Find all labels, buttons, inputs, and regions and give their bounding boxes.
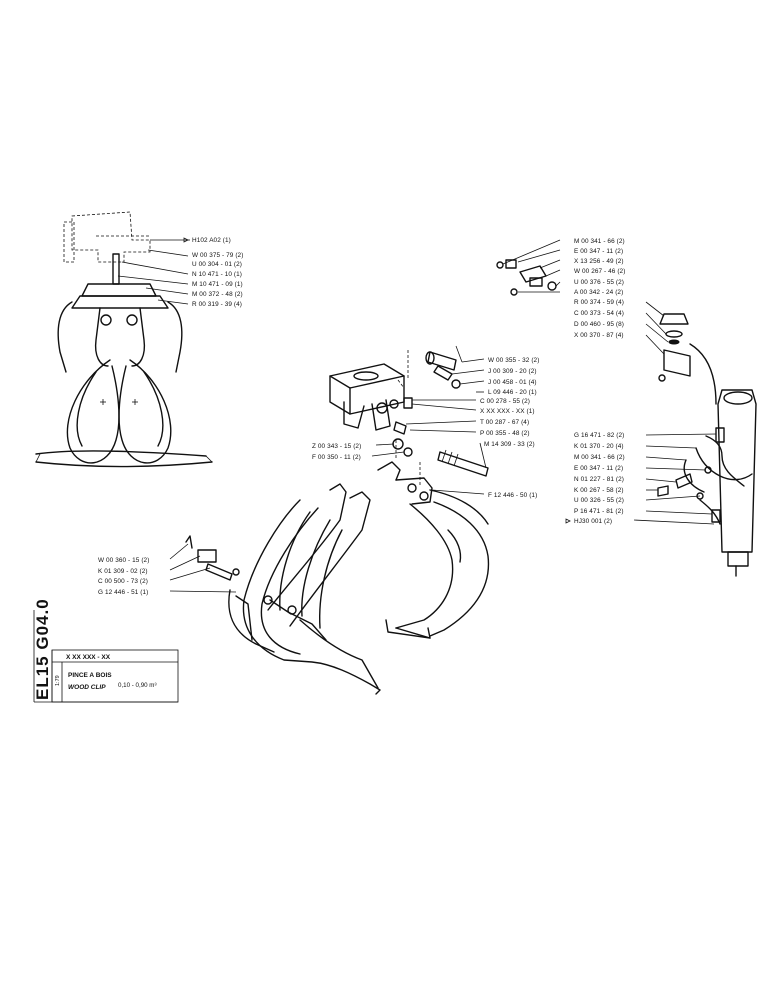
callout-label: M 00 341 - 66 (2) [574, 454, 625, 461]
title-block [33, 610, 179, 703]
callout-label: M 00 341 - 66 (2) [574, 238, 625, 245]
callout-label: P 16 471 - 81 (2) [574, 508, 624, 515]
callout-label: N 01 227 - 81 (2) [574, 476, 624, 483]
callout-label: W 00 375 - 79 (2) [192, 252, 243, 259]
arrow-marker-icon [565, 518, 571, 524]
callout-label: M 14 309 - 33 (2) [484, 441, 535, 448]
callout-label: T 00 287 - 67 (4) [480, 419, 529, 426]
callout-label: K 01 309 - 02 (2) [98, 568, 148, 575]
callout-label: C 00 278 - 55 (2) [480, 398, 530, 405]
arrow-marker-icon [183, 237, 189, 243]
callout-label: J 00 458 - 01 (4) [488, 379, 537, 386]
rotator-block-drawing [329, 345, 489, 486]
callout-label: F 00 350 - 11 (2) [312, 454, 361, 461]
callout-label: X 13 256 - 49 (2) [574, 258, 624, 265]
callout-label: P 00 355 - 48 (2) [480, 430, 530, 437]
callout-label: A 00 342 - 24 (2) [574, 289, 623, 296]
callout-label: C 00 500 - 73 (2) [98, 578, 148, 585]
hydraulic-hoses-drawing [633, 427, 753, 525]
part-callouts: H102 A02 (1) W 00 375 - 79 (2) U 00 304 … [98, 237, 625, 596]
callout-label: G 16 471 - 82 (2) [574, 432, 624, 439]
callout-label: X 00 370 - 87 (4) [574, 332, 624, 339]
callout-label: L 09 446 - 20 (1) [488, 389, 537, 396]
callout-label: E 00 347 - 11 (2) [574, 248, 623, 255]
callout-label: R 00 319 - 39 (4) [192, 301, 242, 308]
title-english: WOOD CLIP [68, 684, 106, 691]
callout-label: N 10 471 - 10 (1) [192, 271, 242, 278]
callout-label: W 00 267 - 46 (2) [574, 268, 625, 275]
capacity-range: 0,10 - 0,90 m³ [118, 682, 157, 689]
callout-label: HJ30 001 (2) [574, 518, 612, 525]
callout-label: D 00 460 - 95 (8) [574, 321, 624, 328]
callout-label: U 00 376 - 55 (2) [574, 279, 624, 286]
callout-label: Z 00 343 - 15 (2) [312, 443, 361, 450]
sheet-scale: 1:79 [55, 675, 61, 686]
fittings-group-top [496, 239, 757, 577]
tong-arms-drawing [169, 461, 490, 695]
sheet-reference: X XX XXX - XX [66, 654, 111, 661]
callout-label: C 00 373 - 54 (4) [574, 310, 624, 317]
callout-label: X XX XXX - XX (1) [480, 408, 535, 415]
sheet-code: EL15 G04.0 [33, 598, 52, 700]
title-french: PINCE A BOIS [68, 672, 112, 679]
callout-label: K 00 267 - 58 (2) [574, 487, 624, 494]
callout-label: E 00 347 - 11 (2) [574, 465, 623, 472]
assembled-grab-drawing [35, 211, 213, 468]
callout-label: M 10 471 - 09 (1) [192, 281, 243, 288]
title-block-text: EL15 G04.0 X XX XXX - XX 1:79 PINCE A BO… [33, 598, 157, 700]
callout-label: R 00 374 - 59 (4) [574, 299, 624, 306]
callout-label: F 12 446 - 50 (1) [488, 492, 537, 499]
callout-label: U 00 304 - 01 (2) [192, 261, 242, 268]
callout-label: M 00 372 - 48 (2) [192, 291, 243, 298]
callout-label: K 01 370 - 20 (4) [574, 443, 624, 450]
callout-label: U 00 326 - 55 (2) [574, 497, 624, 504]
callout-label: H102 A02 (1) [192, 237, 231, 244]
callout-label: J 00 309 - 20 (2) [488, 368, 537, 375]
callout-label: G 12 446 - 51 (1) [98, 589, 148, 596]
callout-label: W 00 360 - 15 (2) [98, 557, 149, 564]
callout-label: W 00 355 - 32 (2) [488, 357, 539, 364]
